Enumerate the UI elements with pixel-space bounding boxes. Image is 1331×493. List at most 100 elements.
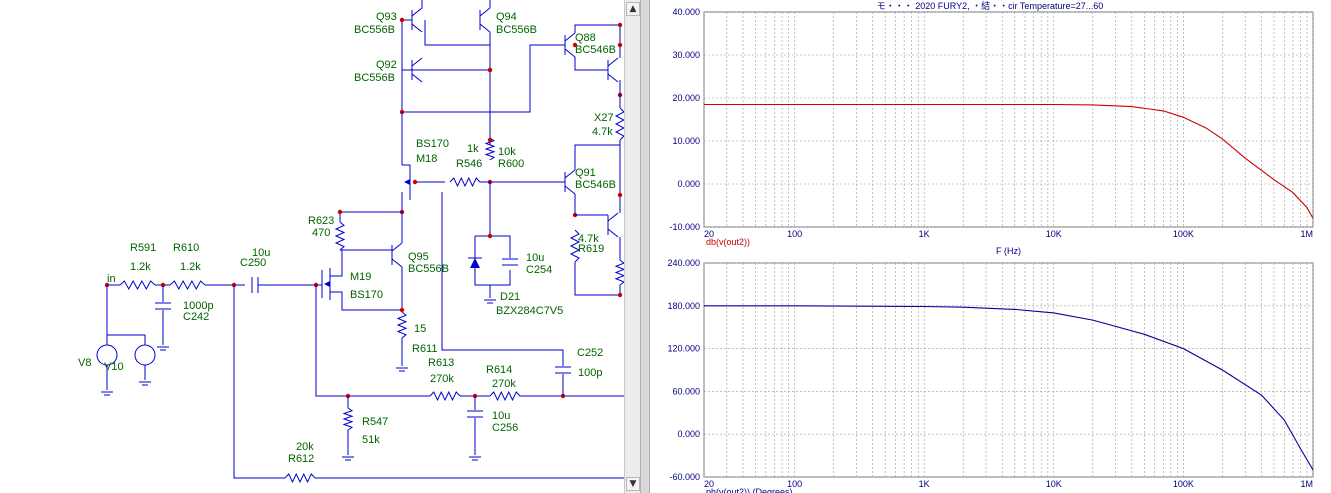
wire xyxy=(334,221,346,251)
ref-label-r623: R623 xyxy=(308,215,334,227)
ref-label-m18: M18 xyxy=(416,153,437,165)
value-label-r611: 15 xyxy=(414,323,426,335)
y-tick-label: 20.000 xyxy=(672,93,700,103)
ref-label-q94: Q94 xyxy=(496,11,517,23)
scroll-up-button[interactable]: ▲ xyxy=(626,2,640,16)
wire xyxy=(441,192,564,366)
junction-dot xyxy=(617,42,623,48)
x-tick-label: 100 xyxy=(787,229,802,239)
wire xyxy=(479,23,491,33)
value-label-m19: BS170 xyxy=(350,289,383,301)
y-tick-label: 120.000 xyxy=(667,344,700,354)
legend-label: ph(v(out2)) (Degrees) xyxy=(706,487,793,493)
ref-label-r619: R619 xyxy=(578,243,604,255)
wire xyxy=(233,285,285,479)
wire xyxy=(119,279,156,291)
value-label-r619: 4.7k xyxy=(578,233,599,245)
schematic-scrollbar[interactable]: ▲ ▼ xyxy=(624,0,640,493)
mosfet-arrow xyxy=(404,179,410,185)
ref-label-r547: R547 xyxy=(362,416,388,428)
value-label-r612: 20k xyxy=(296,441,314,453)
ref-label-r611: R611 xyxy=(412,343,437,355)
wire xyxy=(391,242,403,252)
waveform-plot-window[interactable]: モ・・・ 2020 FURY2, ・結・・cir Temperature=27.… xyxy=(650,0,1331,493)
wire xyxy=(489,390,521,402)
ref-label-q91: Q91 xyxy=(575,167,596,179)
value-label-x27: 4.7k xyxy=(592,126,613,138)
wire xyxy=(574,57,608,71)
ref-label-c256: C256 xyxy=(492,422,518,434)
net-label-in: in xyxy=(107,273,116,285)
x-tick-label: 20 xyxy=(704,229,714,239)
ref-label-c254: C254 xyxy=(526,264,552,276)
value-label-r546: 1k xyxy=(467,143,479,155)
wire xyxy=(391,258,403,268)
wire xyxy=(574,144,620,170)
x-tick-label: 100 xyxy=(787,479,802,489)
schematic-drawing: Q93BC556BQ94BC556BQ92BC556BQ88BC546BX274… xyxy=(78,0,624,484)
plot-frame xyxy=(703,262,1314,478)
y-tick-label: -10.000 xyxy=(669,222,700,232)
zener-diode-symbol xyxy=(470,258,480,268)
ref-label-d21: D21 xyxy=(500,291,520,303)
wire xyxy=(479,7,491,17)
wire xyxy=(564,32,576,42)
value-label-q88: BC546B xyxy=(575,44,616,56)
junction-dot xyxy=(617,292,623,298)
y-tick-label: 40.000 xyxy=(672,7,700,17)
value-label-r600: 10k xyxy=(498,146,516,158)
x-tick-label: 1M xyxy=(1300,479,1313,489)
ref-label-q95: Q95 xyxy=(408,251,429,263)
wire xyxy=(607,57,619,67)
value-label-c252: 100p xyxy=(578,367,602,379)
wire xyxy=(564,48,576,58)
x-tick-label: 10K xyxy=(1046,479,1062,489)
value-label-q94: BC556B xyxy=(496,24,537,36)
plot-frame xyxy=(703,11,1314,228)
wire xyxy=(411,73,423,83)
wire xyxy=(614,259,624,286)
wire xyxy=(411,57,423,67)
wire xyxy=(424,20,490,46)
ref-label-x27: X27 xyxy=(594,112,614,124)
y-tick-label: 0.000 xyxy=(677,429,700,439)
pane-splitter[interactable] xyxy=(640,0,650,493)
x-tick-label: 20 xyxy=(704,479,714,489)
wire xyxy=(107,334,146,345)
junction-dot xyxy=(412,179,418,185)
scroll-down-button[interactable]: ▼ xyxy=(626,477,640,491)
wire xyxy=(284,472,316,484)
value-label-r547: 51k xyxy=(362,434,380,446)
y-tick-label: 0.000 xyxy=(677,179,700,189)
ref-label-r591: R591 xyxy=(130,242,156,254)
value-label-q91: BC546B xyxy=(575,179,616,191)
legend-label: db(v(out2)) xyxy=(706,237,750,247)
x-tick-label: 1M xyxy=(1300,229,1313,239)
ref-label-c250: C250 xyxy=(240,257,266,269)
y-tick-label: 240.000 xyxy=(667,258,700,268)
wire xyxy=(614,107,624,141)
value-label-q95: BC556B xyxy=(408,263,449,275)
value-label-q92: BC556B xyxy=(354,72,395,84)
ref-label-r614: R614 xyxy=(486,364,512,376)
value-label-m18: BS170 xyxy=(416,138,449,150)
ref-label-v8: V8 xyxy=(78,357,91,369)
junction-dot xyxy=(487,137,493,143)
ref-label-r610: R610 xyxy=(173,242,199,254)
x-tick-label: 100K xyxy=(1173,479,1194,489)
junction-dot xyxy=(572,42,578,48)
mosfet-arrow xyxy=(324,281,330,287)
value-label-c242: 1000p xyxy=(183,300,214,312)
ref-label-c242: C242 xyxy=(183,311,209,323)
ref-label-r546: R546 xyxy=(456,158,482,170)
ref-label-r612: R612 xyxy=(288,453,314,465)
value-label-r614: 270k xyxy=(492,378,516,390)
v10-source-symbol xyxy=(134,344,156,366)
wire xyxy=(169,279,206,291)
plot-panel-1: 240.000180.000120.00060.0000.000-60.0002… xyxy=(667,258,1314,493)
junction-dot xyxy=(337,209,343,215)
wire xyxy=(489,182,511,258)
x-tick-label: 1K xyxy=(919,479,930,489)
